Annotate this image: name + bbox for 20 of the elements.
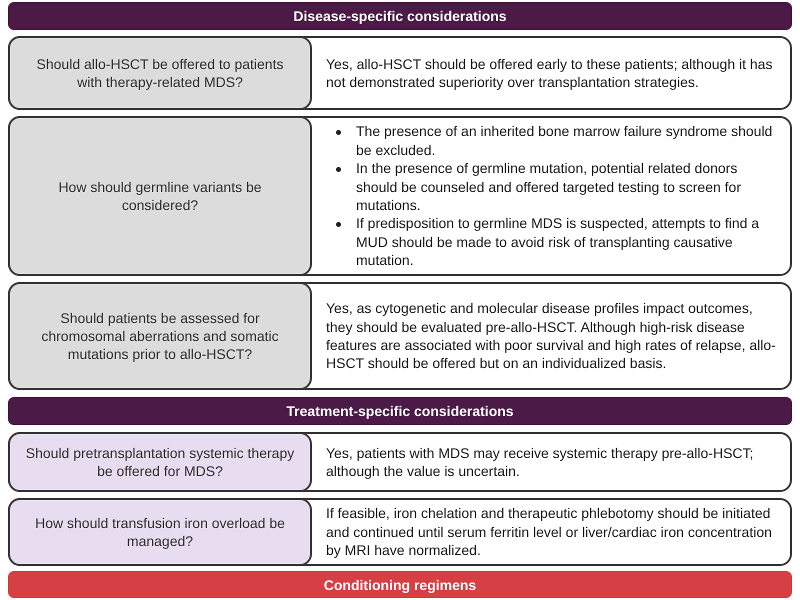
answer-text: Yes, allo-HSCT should be offered early to these patients; although it has not demonstrated superiority over transplantation strategies. (326, 54, 774, 92)
answer-text: Yes, as cytogenetic and molecular disease profiles impact outcomes, they should be evaluated pre-allo-HSCT. Although high-risk disease features are associated with poor survival and high rates of relapse, allo-HSCT should be offered but on an individualized basis. (326, 299, 777, 373)
bullet-text: If predisposition to germline MDS is suspected, attempts to find a MUD should be made to avoid risk of transplanting causative mutation. (356, 214, 760, 270)
bullet-text: The presence of an inherited bone marrow failure syndrome should be excluded. (356, 122, 774, 160)
question-box: How should germline variants be considered? (8, 116, 312, 276)
question-box: Should patients be assessed for chromosomal aberrations and somatic mutations prior to allo-HSCT? (8, 282, 312, 390)
answer-row-box (8, 282, 792, 390)
answer-row-box (8, 498, 792, 566)
answer-row-box (8, 36, 792, 110)
section-header-bar: Disease-specific considerations (8, 2, 792, 30)
bullet-text: In the presence of germline mutation, potential related donors should be counseled and offered targeted testing to screen for mutations. (356, 159, 742, 214)
answer-text: Yes, patients with MDS may receive systemic therapy pre-allo-HSCT; although the value is uncertain. (326, 444, 754, 480)
answer-text: If feasible, iron chelation and therapeutic phlebotomy should be initiated and continued until serum ferritin level or liver/cardiac iron concentration by MRI have normalized. (326, 504, 773, 560)
answer-row-box (8, 432, 792, 492)
question-box: Should pretransplantation systemic therapy be offered for MDS? (8, 432, 312, 492)
section-header-bar: Conditioning regimens (8, 571, 792, 598)
question-box: How should transfusion iron overload be managed? (8, 498, 312, 566)
section-header-bar: Treatment-specific considerations (8, 397, 792, 425)
question-box: Should allo-HSCT be offered to patients with therapy-related MDS? (8, 36, 312, 110)
answer-row-box (8, 116, 792, 276)
